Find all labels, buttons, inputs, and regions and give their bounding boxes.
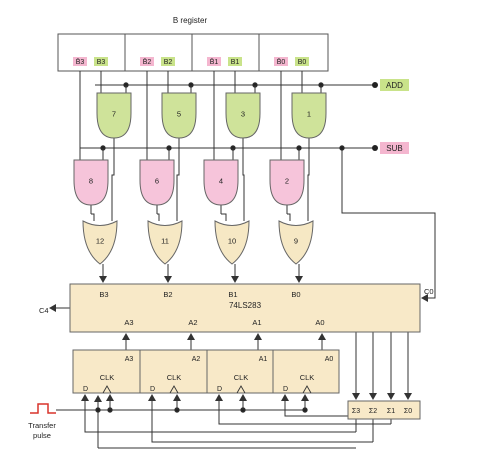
bbar-label-2: B̄1 (210, 58, 219, 66)
add-terminal (372, 82, 378, 88)
b-register: B̄3 B3 B̄2 B2 B̄1 B1 B̄0 B0 (57, 33, 329, 72)
bbar-tag-0 (73, 57, 87, 66)
b-tag-3 (295, 57, 309, 66)
and-gate-2 (269, 159, 305, 206)
sum-label-3: Σ0 (404, 408, 412, 415)
or-gate-11 (147, 220, 183, 265)
and-gate-2-label: 2 (285, 176, 289, 185)
adder-a0: A0 (315, 318, 324, 327)
sub-tag (380, 142, 409, 154)
add-tag (380, 79, 409, 91)
b-register-title: B register (173, 16, 208, 25)
bbar-tag-3 (274, 57, 288, 66)
areg-d-0: D (83, 386, 88, 393)
or-gate-9-label: 9 (294, 236, 298, 245)
sum-label-0: Σ3 (352, 408, 360, 415)
transfer-label-2: pulse (33, 431, 51, 440)
areg-clk-3: CLK (300, 373, 315, 382)
b-label-3: B0 (298, 59, 307, 66)
adder-b0: B0 (291, 290, 300, 299)
add-label: ADD (386, 81, 403, 90)
adder-b1: B1 (228, 290, 237, 299)
transfer-pulse-icon (30, 403, 56, 414)
adder-a3: A3 (124, 318, 133, 327)
bbar-label-1: B̄2 (143, 58, 152, 66)
sum-label-2: Σ1 (387, 408, 395, 415)
sum-label-1: Σ2 (369, 408, 377, 415)
carry-in-label: C0 (424, 287, 434, 296)
areg-d-2: D (217, 386, 222, 393)
clk-triangle-icon-2 (236, 385, 246, 394)
adder-b3: B3 (99, 290, 108, 299)
areg-clk-1: CLK (167, 373, 182, 382)
areg-clk-2: CLK (234, 373, 249, 382)
b-tag-1 (161, 57, 175, 66)
areg-d-3: D (283, 386, 288, 393)
sub-terminal (372, 145, 378, 151)
b-label-1: B2 (164, 59, 173, 66)
or-gate-10-label: 10 (228, 236, 236, 245)
b-tag-0 (94, 57, 108, 66)
and-gate-4 (203, 159, 239, 206)
and-gate-7 (96, 92, 132, 139)
adder-name: 74LS283 (229, 301, 262, 310)
and-gate-4-label: 4 (219, 176, 223, 185)
and-gate-1-label: 1 (307, 109, 311, 118)
and-gate-5-label: 5 (177, 109, 181, 118)
bbar-label-3: B̄0 (277, 58, 286, 66)
areg-out-1: A2 (192, 356, 201, 363)
areg-out-2: A1 (259, 356, 268, 363)
b-tag-2 (228, 57, 242, 66)
adder-a2: A2 (188, 318, 197, 327)
and-gate-6-label: 6 (155, 176, 159, 185)
b-label-2: B1 (231, 59, 240, 66)
or-gate-11-label: 11 (161, 236, 169, 245)
or-gate-10 (214, 220, 250, 265)
areg-out-3: A0 (325, 356, 334, 363)
areg-clk-0: CLK (100, 373, 115, 382)
and-gate-3 (225, 92, 261, 139)
clk-triangle-icon-1 (169, 385, 179, 394)
and-gate-5 (161, 92, 197, 139)
and-gate-6 (139, 159, 175, 206)
and-gate-8-label: 8 (89, 176, 93, 185)
adder-74ls283: B3 B2 B1 B0 74LS283 A3 A2 A1 A0 C0 C4 (39, 283, 434, 333)
adder-b2: B2 (163, 290, 172, 299)
areg-d-1: D (150, 386, 155, 393)
bbar-label-0: B̄3 (76, 58, 85, 66)
transfer-label-1: Transfer (28, 421, 56, 430)
and-gate-8 (73, 159, 109, 206)
carry-out-label: C4 (39, 306, 49, 315)
and-gate-1 (291, 92, 327, 139)
sub-label: SUB (386, 144, 402, 153)
bbar-tag-1 (140, 57, 154, 66)
areg-out-0: A3 (125, 356, 134, 363)
and-gate-3-label: 3 (241, 109, 245, 118)
wires (49, 71, 436, 449)
b-label-0: B3 (97, 59, 106, 66)
adder-a1: A1 (252, 318, 261, 327)
clk-triangle-icon-0 (102, 385, 112, 394)
bbar-tag-2 (207, 57, 221, 66)
or-gate-12-label: 12 (96, 236, 104, 245)
or-gate-9 (278, 220, 314, 265)
sum-outputs: Σ3 Σ2 Σ1 Σ0 (347, 400, 421, 420)
or-gate-12 (82, 220, 118, 265)
clk-triangle-icon-3 (302, 385, 312, 394)
and-gate-7-label: 7 (112, 109, 116, 118)
